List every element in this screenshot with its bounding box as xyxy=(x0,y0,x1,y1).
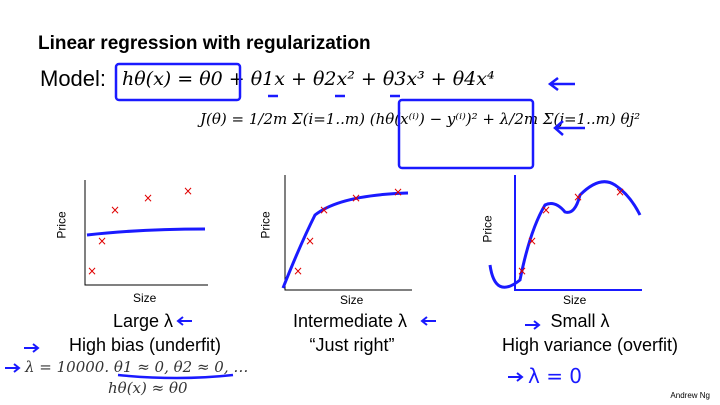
arrow-model-icon xyxy=(547,77,575,91)
xlabel: Size xyxy=(563,293,587,307)
subcaption-underfit: High bias (underfit) xyxy=(68,335,222,355)
svg-text:×: × xyxy=(573,190,583,204)
axes xyxy=(284,175,412,291)
arrow-icon xyxy=(508,372,524,382)
svg-text:×: × xyxy=(319,203,329,217)
fit-curve xyxy=(86,227,206,237)
cost-formula: J(θ) = 1/2m Σ(i=1..m) (hθ(x⁽ⁱ⁾) − y⁽ⁱ⁾)²… xyxy=(200,110,641,128)
plot-intermediate-lambda: × × × × × xyxy=(281,175,412,291)
handwritten-annotations xyxy=(114,62,585,380)
hypothesis-box xyxy=(114,62,242,102)
plot-large-lambda: × × × × × xyxy=(84,180,208,286)
ylabel: Price xyxy=(258,211,273,239)
handwritten-lambda-zero: λ = 0 xyxy=(528,364,583,388)
svg-text:×: × xyxy=(143,191,153,205)
fit-curve xyxy=(281,191,409,289)
slide-title: Linear regression with regularization xyxy=(38,33,371,54)
ylabel: Price xyxy=(54,211,69,239)
axes xyxy=(84,180,208,286)
subcaption-just-right: “Just right” xyxy=(309,335,395,355)
axes xyxy=(514,175,642,291)
svg-text:×: × xyxy=(293,264,303,278)
svg-text:×: × xyxy=(527,234,537,248)
svg-text:×: × xyxy=(97,234,107,248)
regularization-box xyxy=(397,98,535,170)
plot-small-lambda: × × × × × xyxy=(488,175,642,291)
xlabel: Size xyxy=(340,293,364,307)
xlabel: Size xyxy=(133,291,157,305)
model-label: Model: xyxy=(40,66,107,91)
caption-intermediate-lambda: Intermediate λ xyxy=(292,311,408,331)
arrow-icon xyxy=(525,320,541,330)
svg-text:×: × xyxy=(541,203,551,217)
large-lambda-note: λ = 10000. θ1 ≈ 0, θ2 ≈ 0, … xyxy=(25,358,249,376)
arrow-icon xyxy=(24,343,40,353)
author-credit: Andrew Ng xyxy=(670,391,710,400)
theta-underline xyxy=(117,373,234,380)
arrow-icon xyxy=(5,363,21,373)
data-points: × × × × × xyxy=(87,184,193,278)
svg-text:×: × xyxy=(351,191,361,205)
svg-text:×: × xyxy=(183,184,193,198)
caption-arrows xyxy=(5,316,541,382)
data-points: × × × × × xyxy=(293,185,403,278)
svg-text:×: × xyxy=(615,185,625,199)
hypothesis-formula: hθ(x) = θ0 + θ1x + θ2x² + θ3x³ + θ4x⁴ xyxy=(122,68,495,90)
svg-text:×: × xyxy=(305,234,315,248)
svg-text:×: × xyxy=(393,185,403,199)
caption-large-lambda: Large λ xyxy=(112,311,174,331)
fit-curve xyxy=(488,180,642,289)
arrow-icon xyxy=(420,316,436,326)
svg-text:×: × xyxy=(110,203,120,217)
arrow-icon xyxy=(176,316,192,326)
ylabel: Price xyxy=(480,215,495,243)
data-points: × × × × × xyxy=(517,185,625,278)
large-lambda-result: hθ(x) ≈ θ0 xyxy=(108,379,188,397)
svg-text:×: × xyxy=(517,264,527,278)
svg-text:×: × xyxy=(87,264,97,278)
arrow-cost-icon xyxy=(553,120,585,136)
caption-small-lambda: Small λ xyxy=(550,311,610,331)
subcaption-overfit: High variance (overfit) xyxy=(501,335,679,355)
